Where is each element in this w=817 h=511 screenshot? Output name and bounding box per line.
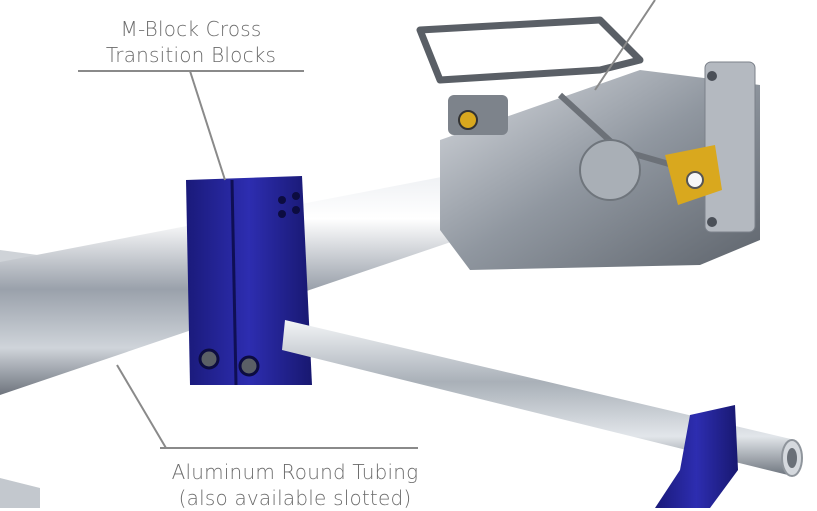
tubing-label-line2: (also available slotted) xyxy=(178,486,412,510)
m-block-label-line1: M-Block Cross xyxy=(120,17,262,41)
tubing-label: Aluminum Round Tubing (also available sl… xyxy=(130,459,460,511)
m-block-label-line2: Transition Blocks xyxy=(105,43,277,67)
leader-line-mblock xyxy=(189,70,226,181)
blue-bracket xyxy=(655,405,738,508)
leader-line-tubing xyxy=(116,364,167,449)
m-block-underline xyxy=(78,70,304,72)
leader-line-top-right xyxy=(594,0,656,91)
tubing-overline xyxy=(160,447,418,449)
m-block-cross xyxy=(186,176,312,386)
gripper-assembly xyxy=(416,16,760,270)
tubing-label-line1: Aluminum Round Tubing xyxy=(171,460,419,484)
aluminum-round-tube xyxy=(282,320,803,477)
m-block-label: M-Block Cross Transition Blocks xyxy=(78,16,304,68)
